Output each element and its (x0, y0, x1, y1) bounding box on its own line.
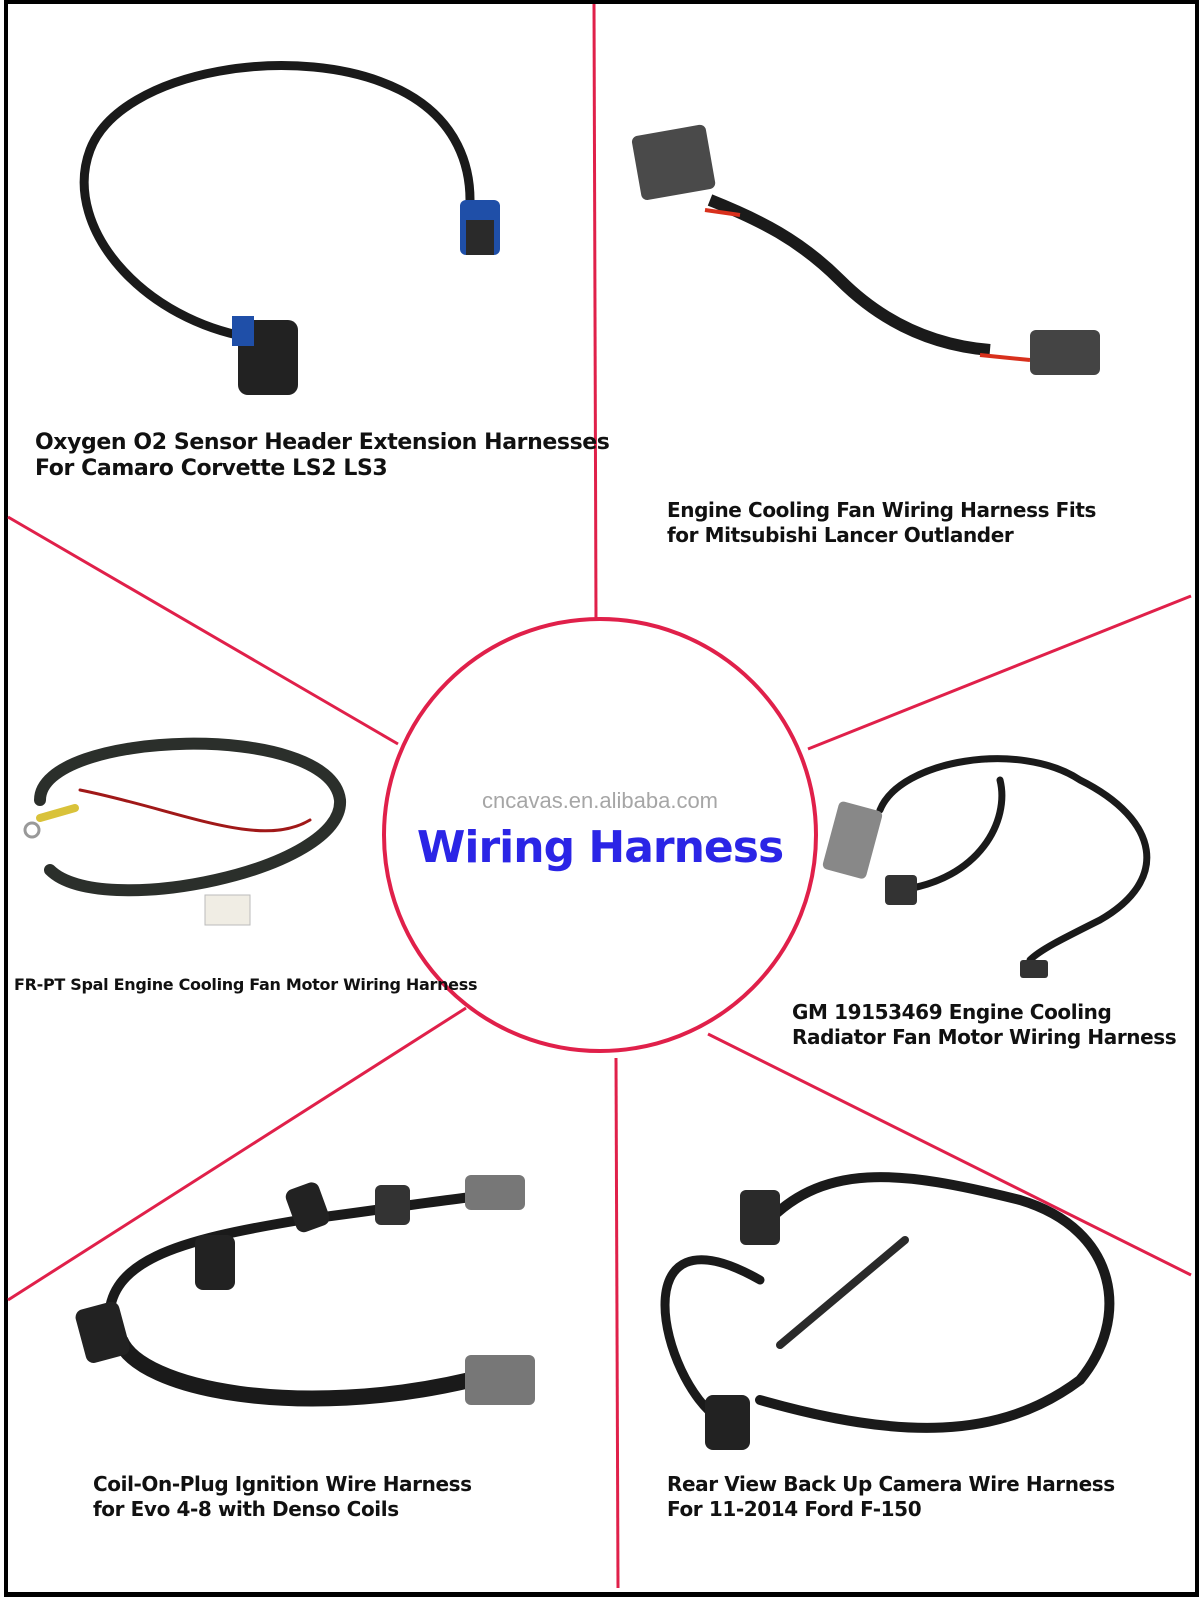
caption-mitsubishi-fan: Engine Cooling Fan Wiring Harness Fits f… (667, 498, 1096, 548)
caption-line: Radiator Fan Motor Wiring Harness (792, 1025, 1177, 1049)
caption-line: for Mitsubishi Lancer Outlander (667, 523, 1014, 547)
divider-top (592, 3, 598, 621)
caption-spal-fan: FR-PT Spal Engine Cooling Fan Motor Wiri… (14, 975, 477, 995)
mitsubishi-harness-image (631, 124, 1100, 375)
center-circle (382, 617, 818, 1053)
caption-coil-on-plug: Coil-On-Plug Ignition Wire Harness for E… (93, 1472, 472, 1522)
divider-lower-left (7, 1006, 467, 1302)
page-title: Wiring Harness (416, 822, 784, 873)
divider-lower-right (707, 1032, 1192, 1277)
caption-o2-sensor: Oxygen O2 Sensor Header Extension Harnes… (35, 430, 610, 482)
gm-harness-image (876, 755, 1151, 964)
caption-line: For 11-2014 Ford F-150 (667, 1497, 922, 1521)
camera-connectors (705, 1190, 780, 1450)
spal-harness-image (23, 737, 347, 926)
caption-line: Coil-On-Plug Ignition Wire Harness (93, 1472, 472, 1496)
divider-bottom (614, 1057, 620, 1589)
caption-line: For Camaro Corvette LS2 LS3 (35, 456, 388, 481)
camera-harness-image (660, 1172, 1115, 1433)
caption-line: Oxygen O2 Sensor Header Extension Harnes… (35, 430, 610, 455)
caption-line: for Evo 4-8 with Denso Coils (93, 1497, 399, 1521)
divider-upper-left (7, 515, 399, 746)
watermark-text: cncavas.en.alibaba.com (481, 788, 719, 813)
divider-upper-right (807, 594, 1192, 751)
caption-backup-camera: Rear View Back Up Camera Wire Harness Fo… (667, 1472, 1115, 1522)
o2-harness-image (79, 61, 475, 345)
caption-line: Rear View Back Up Camera Wire Harness (667, 1472, 1115, 1496)
caption-line: GM 19153469 Engine Cooling (792, 1000, 1112, 1024)
coil-harness-image (75, 1175, 535, 1407)
caption-gm-radiator: GM 19153469 Engine Cooling Radiator Fan … (792, 1000, 1177, 1050)
caption-line: Engine Cooling Fan Wiring Harness Fits (667, 498, 1097, 522)
o2-connectors (232, 200, 500, 395)
caption-line: FR-PT Spal Engine Cooling Fan Motor Wiri… (14, 975, 478, 994)
gm-connectors (822, 801, 1048, 978)
